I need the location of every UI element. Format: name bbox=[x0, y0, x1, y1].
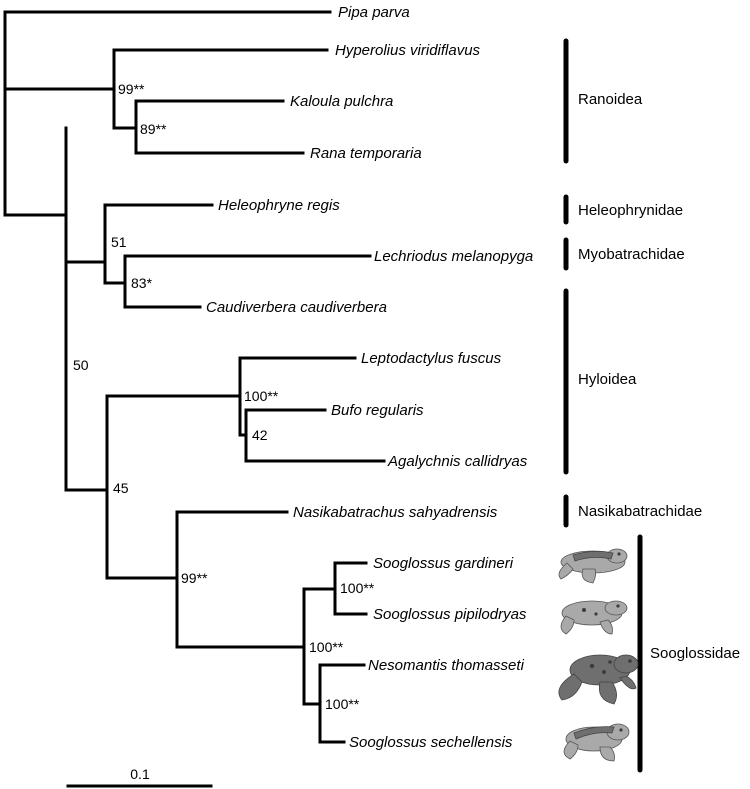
clade-label-heleophrynidae: Heleophrynidae bbox=[578, 202, 683, 219]
frog-sechellensis-icon bbox=[563, 723, 630, 762]
support-sooglossidae: 100** bbox=[309, 639, 344, 655]
support-hyloid-soog: 45 bbox=[113, 480, 129, 496]
taxon-rana: Rana temporaria bbox=[310, 145, 422, 162]
support-neobatrachia: 50 bbox=[73, 357, 89, 373]
taxon-agalychnis: Agalychnis callidryas bbox=[387, 453, 528, 470]
taxon-nasikabatrachus: Nasikabatrachus sahyadrensis bbox=[293, 504, 498, 521]
scale-bar-label: 0.1 bbox=[130, 766, 150, 782]
branch-lower-link bbox=[3, 213, 68, 370]
support-hyloidea: 100** bbox=[244, 388, 279, 404]
clade-label-sooglossidae: Sooglossidae bbox=[650, 645, 740, 662]
taxon-caudiverbera: Caudiverbera caudiverbera bbox=[206, 299, 387, 316]
support-ranoidea-root: 99** bbox=[118, 81, 145, 97]
support-heleo-myo: 51 bbox=[111, 234, 127, 250]
scale-bar: 0.1 bbox=[66, 766, 213, 788]
tree-branches bbox=[3, 10, 386, 744]
frog-gardineri-icon bbox=[558, 548, 628, 584]
clade-label-hyloidea: Hyloidea bbox=[578, 371, 637, 388]
taxon-heleophryne: Heleophryne regis bbox=[218, 197, 340, 214]
taxon-lechriodus: Lechriodus melanopyga bbox=[374, 248, 533, 265]
taxon-hyperolius: Hyperolius viridiflavus bbox=[335, 42, 481, 59]
taxon-labels: Pipa parva Hyperolius viridiflavus Kalou… bbox=[206, 4, 533, 751]
support-nasika-soog: 99** bbox=[181, 570, 208, 586]
clade-label-nasikabatrachidae: Nasikabatrachidae bbox=[578, 503, 702, 520]
taxon-bufo: Bufo regularis bbox=[331, 402, 424, 419]
support-values: 99** 89** 51 83* 50 100** 42 45 99** 100… bbox=[73, 81, 375, 712]
clade-label-myobatrachidae: Myobatrachidae bbox=[578, 246, 685, 263]
taxon-sechellensis: Sooglossus sechellensis bbox=[349, 734, 513, 751]
frog-nesomantis-icon bbox=[558, 654, 639, 705]
taxon-pipilodryas: Sooglossus pipilodryas bbox=[373, 606, 527, 623]
clade-label-ranoidea: Ranoidea bbox=[578, 91, 643, 108]
support-myo-caudi: 83* bbox=[131, 275, 153, 291]
taxon-leptodactylus: Leptodactylus fuscus bbox=[361, 350, 502, 367]
taxon-nesomantis: Nesomantis thomasseti bbox=[368, 657, 525, 674]
support-sooglossus-pair: 100** bbox=[340, 580, 375, 596]
taxon-gardineri: Sooglossus gardineri bbox=[373, 555, 514, 572]
taxon-kaloula: Kaloula pulchra bbox=[290, 93, 393, 110]
support-kaloula-rana: 89** bbox=[140, 121, 167, 137]
taxon-pipa-parva: Pipa parva bbox=[338, 4, 410, 21]
support-bufo-agalychnis: 42 bbox=[252, 427, 268, 443]
support-nesomantis-pair: 100** bbox=[325, 696, 360, 712]
frog-pipilodryas-icon bbox=[560, 600, 628, 635]
clade-annotations: Ranoidea Heleophrynidae Myobatrachidae H… bbox=[563, 38, 740, 773]
